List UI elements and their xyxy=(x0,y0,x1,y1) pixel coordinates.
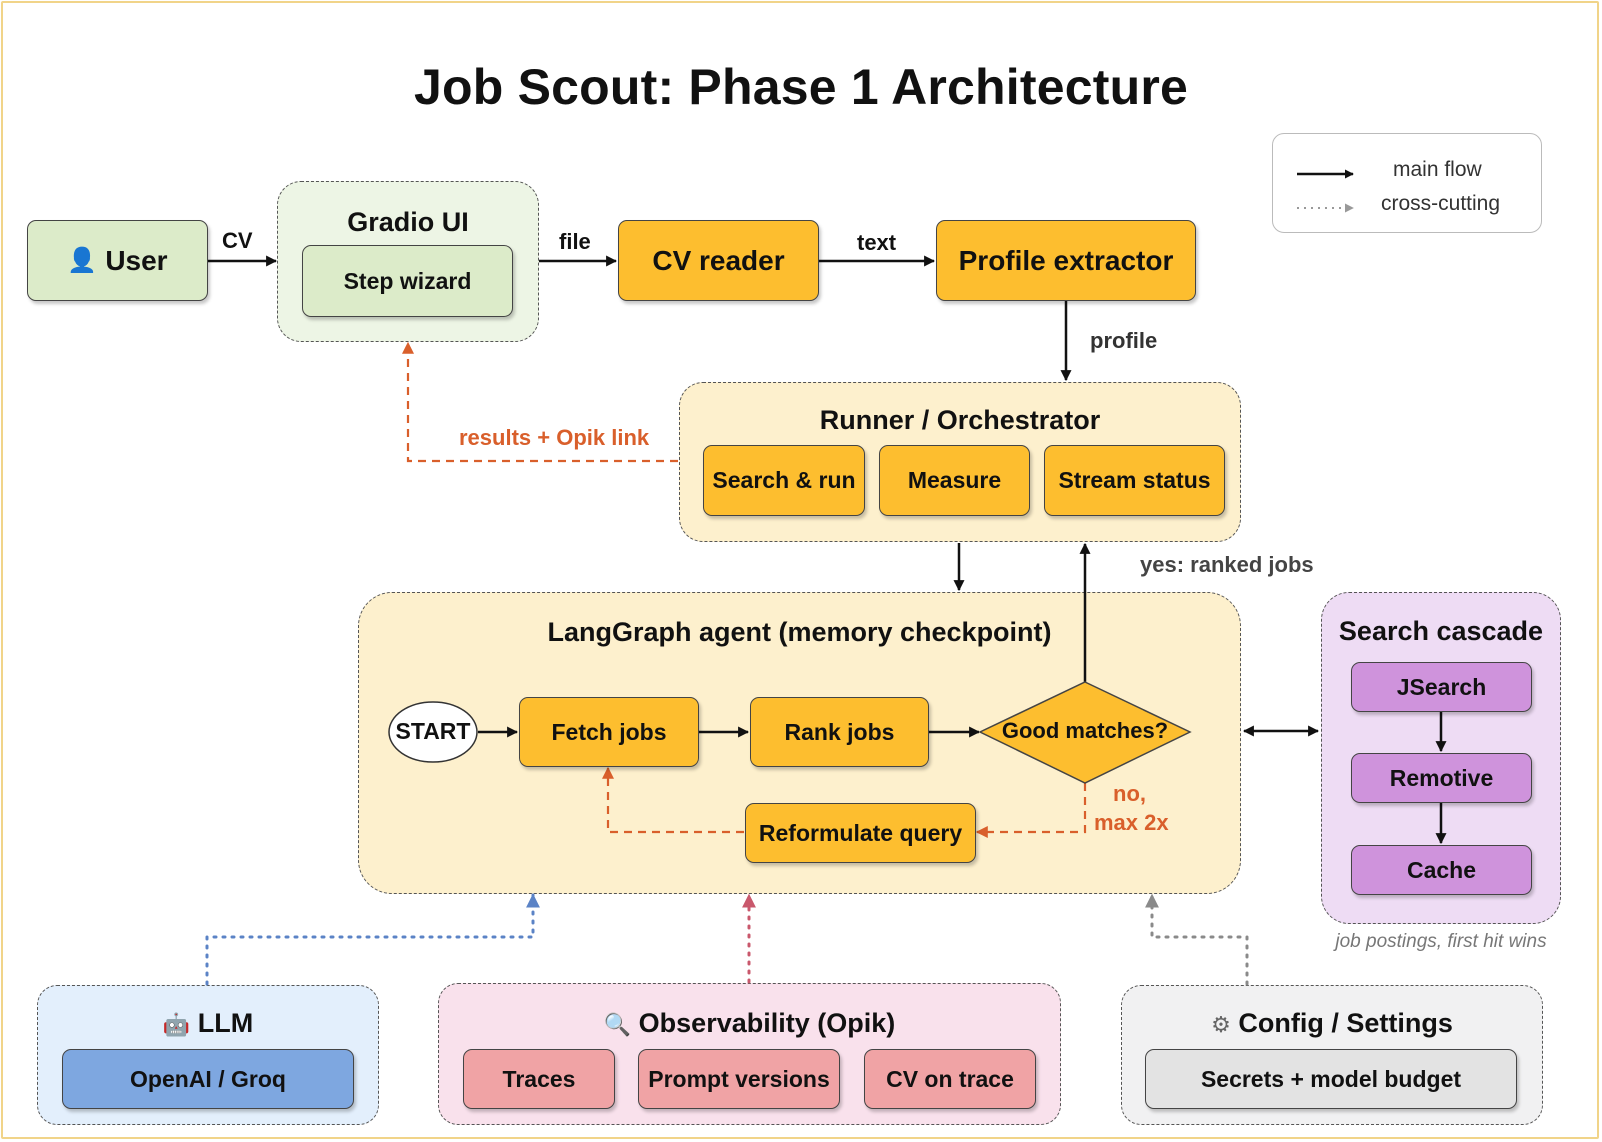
config-title-row: ⚙ Config / Settings xyxy=(1122,1008,1542,1039)
observability-title-row: 🔍 Observability (Opik) xyxy=(439,1008,1060,1039)
edge-label-no-line2: max 2x xyxy=(1094,810,1169,835)
cv-on-trace-node[interactable]: CV on trace xyxy=(864,1049,1036,1109)
edge-config-to-agent xyxy=(1145,893,1249,986)
observability-title: Observability (Opik) xyxy=(638,1008,896,1038)
runner-orchestrator-title: Runner / Orchestrator xyxy=(819,405,1101,435)
magnifier-icon: 🔍 xyxy=(603,1012,632,1037)
start-node[interactable]: START xyxy=(395,718,471,744)
stream-status-node[interactable]: Stream status xyxy=(1044,445,1225,516)
config-title: Config / Settings xyxy=(1238,1008,1453,1038)
jsearch-label: JSearch xyxy=(1396,673,1487,700)
llm-title: LLM xyxy=(197,1008,254,1038)
search-cascade-title: Search cascade xyxy=(1338,616,1544,646)
edge-label-no-line1: no, xyxy=(1113,781,1146,806)
edge-label-results: results + Opik link xyxy=(459,425,650,450)
edge-decision-no-to-reformulate xyxy=(975,783,1087,838)
stream-status-label: Stream status xyxy=(1058,467,1211,493)
user-label: User xyxy=(105,244,168,276)
gradio-ui-title: Gradio UI xyxy=(347,207,469,237)
cv-reader-node[interactable]: CV reader xyxy=(618,220,819,301)
openai-groq-label: OpenAI / Groq xyxy=(130,1065,286,1092)
secrets-model-budget-node[interactable]: Secrets + model budget xyxy=(1145,1049,1517,1109)
legend-main-flow-label: main flow xyxy=(1393,158,1482,181)
remotive-label: Remotive xyxy=(1389,764,1494,791)
openai-groq-node[interactable]: OpenAI / Groq xyxy=(62,1049,354,1109)
traces-label: Traces xyxy=(502,1065,576,1092)
edge-label-cv: CV xyxy=(222,228,253,253)
profile-extractor-node[interactable]: Profile extractor xyxy=(936,220,1196,301)
decision-diamond xyxy=(978,681,1192,784)
rank-jobs-label: Rank jobs xyxy=(784,718,895,745)
step-wizard-node[interactable]: Step wizard xyxy=(302,245,513,317)
rank-jobs-node[interactable]: Rank jobs xyxy=(750,697,929,767)
remotive-node[interactable]: Remotive xyxy=(1351,753,1532,803)
edge-results-to-gradio xyxy=(402,341,678,463)
search-and-run-label: Search & run xyxy=(712,467,856,493)
jsearch-node[interactable]: JSearch xyxy=(1351,662,1532,712)
prompt-versions-node[interactable]: Prompt versions xyxy=(638,1049,840,1109)
step-wizard-label: Step wizard xyxy=(343,267,472,294)
traces-node[interactable]: Traces xyxy=(463,1049,615,1109)
edge-label-text: text xyxy=(857,230,897,255)
gear-icon: ⚙ xyxy=(1211,1012,1231,1037)
cache-node[interactable]: Cache xyxy=(1351,845,1532,895)
measure-label: Measure xyxy=(907,467,1002,493)
llm-title-row: 🤖 LLM xyxy=(38,1008,378,1039)
edge-label-file: file xyxy=(559,229,591,254)
edge-llm-to-agent xyxy=(205,893,540,986)
fetch-jobs-label: Fetch jobs xyxy=(551,718,667,745)
legend-swatches xyxy=(1297,169,1354,213)
cv-reader-label: CV reader xyxy=(652,244,785,276)
decision-label: Good matches? xyxy=(1001,718,1169,743)
prompt-versions-label: Prompt versions xyxy=(648,1065,830,1092)
fetch-jobs-node[interactable]: Fetch jobs xyxy=(519,697,699,767)
robot-icon: 🤖 xyxy=(162,1012,191,1037)
user-icon: 👤 xyxy=(67,247,98,274)
cv-on-trace-label: CV on trace xyxy=(886,1065,1014,1092)
search-cascade-caption: job postings, first hit wins xyxy=(1335,931,1547,952)
langgraph-agent-title: LangGraph agent (memory checkpoint) xyxy=(547,617,1052,647)
cache-label: Cache xyxy=(1406,856,1477,883)
start-node-shape xyxy=(388,701,478,763)
edge-label-profile: profile xyxy=(1090,328,1158,353)
legend: main flow cross-cutting xyxy=(1272,133,1542,233)
profile-extractor-label: Profile extractor xyxy=(958,244,1174,276)
legend-cross-cutting-label: cross-cutting xyxy=(1381,192,1501,215)
secrets-model-budget-label: Secrets + model budget xyxy=(1200,1065,1462,1092)
edge-label-yes: yes: ranked jobs xyxy=(1140,552,1314,577)
search-and-run-node[interactable]: Search & run xyxy=(703,445,865,516)
measure-node[interactable]: Measure xyxy=(879,445,1030,516)
user-node[interactable]: 👤 User xyxy=(27,220,208,301)
reformulate-query-label: Reformulate query xyxy=(758,819,963,846)
reformulate-query-node[interactable]: Reformulate query xyxy=(745,803,976,863)
edge-reformulate-to-fetch xyxy=(602,766,744,834)
page-title: Job Scout: Phase 1 Architecture xyxy=(414,59,1188,115)
